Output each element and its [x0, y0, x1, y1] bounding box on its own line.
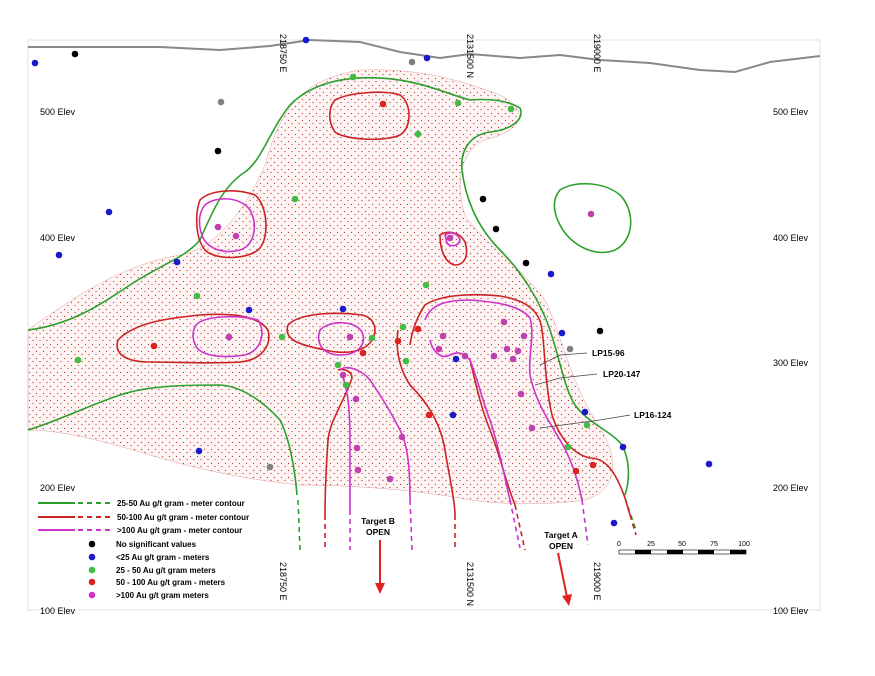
- elev-right-400: 400 Elev: [773, 233, 809, 243]
- legend-dot-label-gt100: >100 Au g/t gram meters: [116, 591, 209, 600]
- grid-bottom-2131500n: 2131500 N: [465, 562, 475, 606]
- topography-line: [28, 38, 821, 74]
- grid-bottom-218750e: 218750 E: [278, 562, 288, 601]
- target-b-open: OPEN: [366, 527, 390, 537]
- legend: 25-50 Au g/t gram - meter contour 50-100…: [38, 499, 249, 600]
- gt100-dots: [214, 210, 595, 483]
- legend-red-line-label: 50-100 Au g/t gram - meter contour: [117, 513, 249, 522]
- contours-100: [192, 198, 589, 551]
- map-frame: [27, 39, 821, 611]
- grid-bottom-219000e: 219000 E: [592, 562, 602, 601]
- elev-right-100: 100 Elev: [773, 606, 809, 616]
- drill-intercepts: [31, 36, 713, 527]
- target-b-label: Target B: [361, 516, 395, 526]
- scale-tick-0: 0: [617, 541, 621, 548]
- legend-magenta-dot-icon: [88, 591, 96, 599]
- hole-label-lp16-124: LP16-124: [634, 410, 672, 420]
- grid-top-218750e: 218750 E: [278, 34, 288, 73]
- elev-left-200: 200 Elev: [40, 483, 76, 493]
- target-a-label: Target A: [544, 530, 578, 540]
- elev-left-100: 100 Elev: [40, 606, 76, 616]
- legend-dot-label-lt25: <25 Au g/t gram - meters: [116, 553, 210, 562]
- legend-green-dot-icon: [88, 566, 96, 574]
- lt25-dots: [31, 36, 713, 527]
- scale-tick-50: 50: [678, 541, 686, 548]
- elev-right-300: 300 Elev: [773, 358, 809, 368]
- legend-dot-label-none: No significant values: [116, 540, 197, 549]
- scale-tick-75: 75: [710, 541, 718, 548]
- 25-50-dots: [74, 73, 591, 451]
- hole-leaders: [534, 352, 631, 429]
- elev-right-200: 200 Elev: [773, 483, 809, 493]
- 50-100-dots: [150, 100, 597, 475]
- target-b-arrow-icon: [375, 540, 385, 594]
- target-a-open: OPEN: [549, 541, 573, 551]
- scale-bar: 0 25 50 75 100: [617, 541, 750, 555]
- elev-left-400: 400 Elev: [40, 233, 76, 243]
- grid-top-219000e: 219000 E: [592, 34, 602, 73]
- elev-left-500: 500 Elev: [40, 107, 76, 117]
- hole-label-lp20-147: LP20-147: [603, 369, 641, 379]
- target-a-arrow-icon: [557, 552, 572, 606]
- scale-tick-100: 100: [738, 541, 750, 548]
- no-significant-dots: [71, 50, 604, 335]
- legend-magenta-line-label: >100 Au g/t gram - meter contour: [117, 526, 242, 535]
- legend-green-line-label: 25-50 Au g/t gram - meter contour: [117, 499, 245, 508]
- elev-right-500: 500 Elev: [773, 107, 809, 117]
- scale-tick-25: 25: [647, 541, 655, 548]
- hole-label-lp15-96: LP15-96: [592, 348, 625, 358]
- legend-blue-dot-icon: [88, 553, 96, 561]
- legend-dot-label-50-100: 50 - 100 Au g/t gram - meters: [116, 578, 226, 587]
- legend-black-dot-icon: [88, 540, 96, 548]
- grid-top-2131500n: 2131500 N: [465, 34, 475, 78]
- legend-dot-label-25-50: 25 - 50 Au g/t gram meters: [116, 566, 216, 575]
- grey-dots: [217, 58, 574, 471]
- mineralized-zone: [27, 69, 613, 504]
- legend-red-dot-icon: [88, 578, 96, 586]
